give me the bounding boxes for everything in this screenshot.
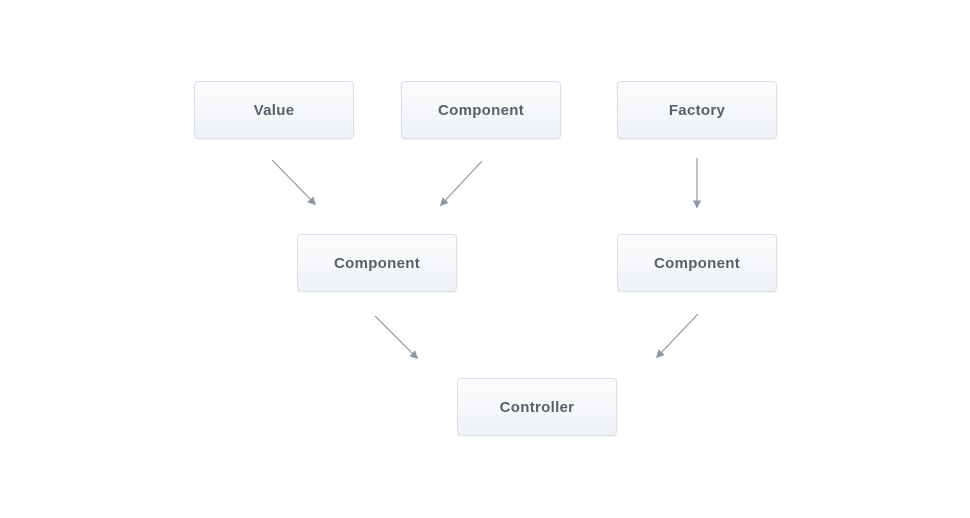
arrow-component-top-to-component-left bbox=[439, 160, 483, 207]
node-label: Component bbox=[437, 101, 525, 119]
node-label: Component bbox=[333, 254, 421, 272]
node-value[interactable]: Value bbox=[194, 81, 354, 139]
arrow-component-left-to-controller bbox=[374, 315, 419, 360]
node-component-left[interactable]: Component bbox=[297, 234, 457, 292]
arrow-component-right-to-controller bbox=[655, 313, 699, 359]
node-controller[interactable]: Controller bbox=[457, 378, 617, 436]
arrow-value-to-component-left bbox=[271, 159, 317, 206]
node-component-right[interactable]: Component bbox=[617, 234, 777, 292]
node-factory[interactable]: Factory bbox=[617, 81, 777, 139]
node-label: Controller bbox=[499, 398, 575, 416]
node-label: Value bbox=[253, 101, 295, 119]
node-label: Component bbox=[653, 254, 741, 272]
node-component-top[interactable]: Component bbox=[401, 81, 561, 139]
node-label: Factory bbox=[668, 101, 726, 119]
